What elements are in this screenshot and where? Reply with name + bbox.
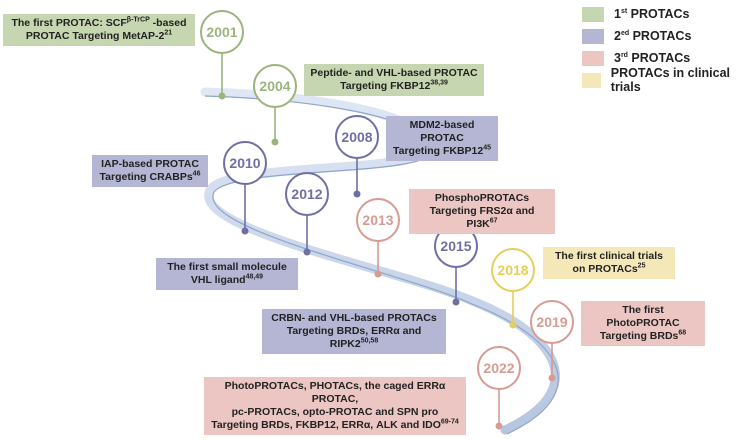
legend-item-gen3: 3rd PROTACs [582, 47, 741, 69]
legend-label: 1st PROTACs [614, 7, 690, 21]
year-label: 2012 [291, 186, 323, 202]
legend-label: 3rd PROTACs [614, 51, 691, 65]
milestone-stems [221, 52, 553, 426]
milestone-2004-label: Peptide- and VHL-based PROTAC Targeting … [304, 64, 484, 96]
year-label: 2004 [259, 78, 291, 94]
year-circle-2022: 2022 [477, 346, 521, 390]
milestone-2013-label: PhosphoPROTACs Targeting FRS2α and PI3K6… [409, 189, 555, 234]
year-circle-2010: 2010 [223, 141, 267, 185]
year-label: 2008 [341, 129, 373, 145]
milestone-2019-label: The first PhotoPROTAC Targeting BRDs68 [581, 301, 705, 346]
milestone-2015-label: CRBN- and VHL-based PROTACs Targeting BR… [262, 309, 446, 354]
milestone-2012-label: The first small molecule VHL ligand48,49 [156, 258, 298, 290]
legend-item-gen1: 1st PROTACs [582, 3, 741, 25]
legend-item-clinical: PROTACs in clinical trials [582, 66, 741, 94]
milestone-2022-label: PhotoPROTACs, PHOTACs, the caged ERRα PR… [204, 377, 466, 435]
year-label: 2001 [206, 24, 238, 40]
year-circle-2013: 2013 [356, 198, 400, 242]
year-circle-2001: 2001 [200, 10, 244, 54]
year-label: 2018 [497, 262, 529, 278]
legend-swatch [582, 72, 601, 88]
year-circle-2018: 2018 [491, 248, 535, 292]
legend-item-gen2: 2ed PROTACs [582, 25, 741, 47]
year-label: 2010 [229, 155, 261, 171]
milestone-2008-label: MDM2-based PROTAC Targeting FKBP1245 [386, 116, 498, 161]
year-label: 2013 [362, 212, 394, 228]
legend-label: 2ed PROTACs [614, 29, 692, 43]
legend-swatch [582, 28, 604, 44]
year-circle-2004: 2004 [253, 64, 297, 108]
year-circle-2019: 2019 [530, 300, 574, 344]
year-circle-2012: 2012 [285, 172, 329, 216]
legend-swatch [582, 6, 604, 22]
milestone-dots [218, 92, 556, 430]
legend-swatch [582, 50, 604, 66]
year-circle-2008: 2008 [335, 115, 379, 159]
year-label: 2015 [440, 238, 472, 254]
legend: 1st PROTACs 2ed PROTACs 3rd PROTACs PROT… [582, 3, 741, 94]
year-label: 2019 [536, 314, 568, 330]
milestone-2010-label: IAP-based PROTAC Targeting CRABPs46 [92, 155, 208, 187]
milestone-2001-label: The first PROTAC: SCFβ-TrCP -based PROTA… [3, 14, 195, 46]
year-label: 2022 [483, 360, 515, 376]
legend-label: PROTACs in clinical trials [610, 66, 731, 94]
milestone-2018-label: The first clinical trials on PROTACs25 [543, 247, 675, 279]
